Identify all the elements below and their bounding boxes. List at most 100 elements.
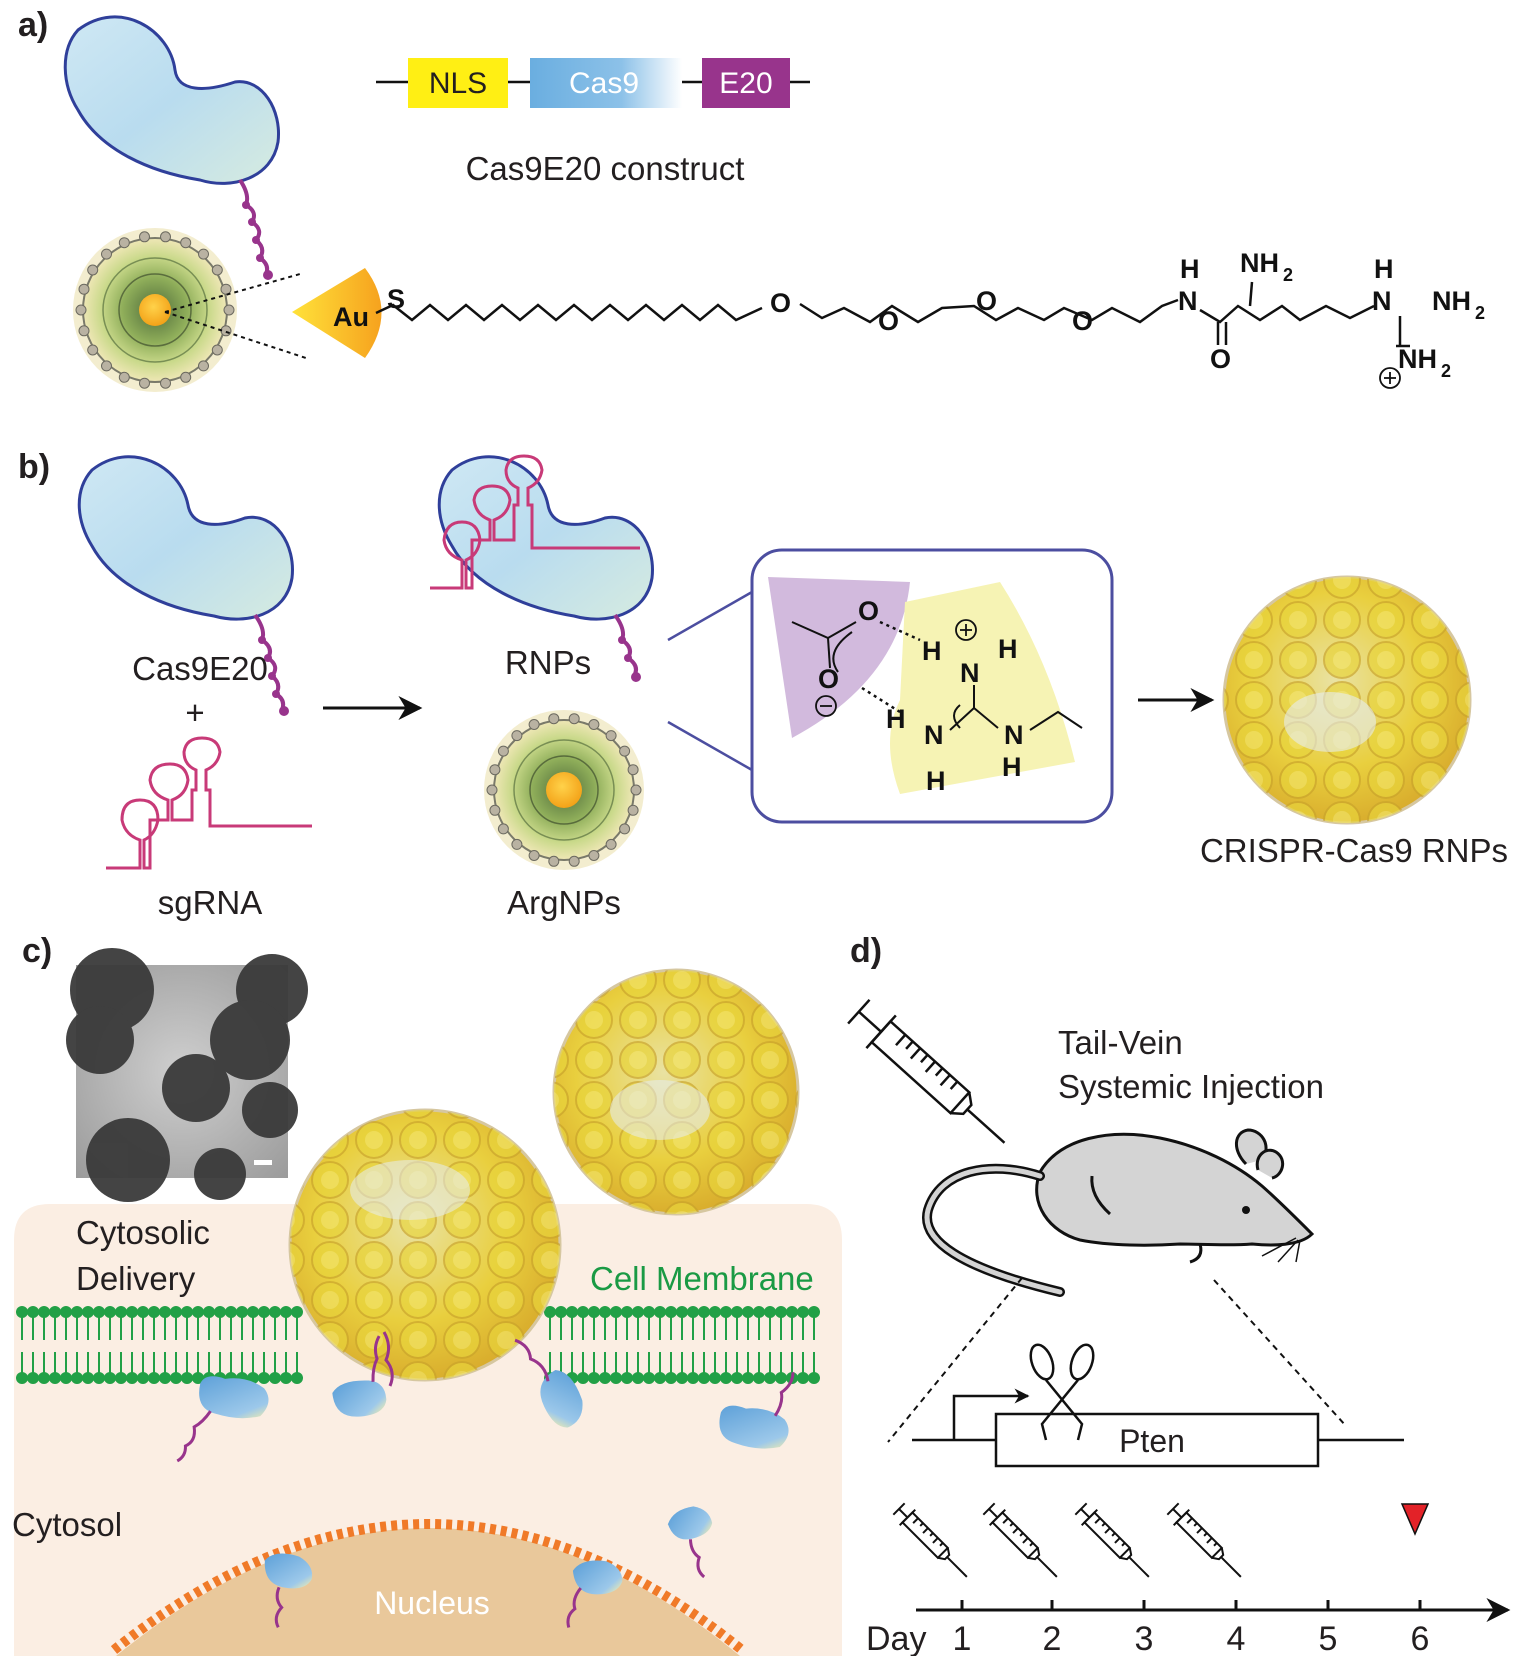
alpha-amine-subscript: 2 [1283, 265, 1293, 285]
inset-hydrogen-3: H [886, 704, 906, 734]
lipid-head [115, 1372, 127, 1384]
guanidine-amine-1-subscript: 2 [1475, 303, 1485, 323]
day-label: 5 [1319, 1620, 1338, 1656]
tem-micrograph [66, 948, 308, 1202]
cell-membrane-label: Cell Membrane [590, 1260, 814, 1297]
lipid-head [698, 1372, 710, 1384]
lipid-head [115, 1306, 127, 1318]
lipid-head [291, 1306, 303, 1318]
surface-bead [87, 344, 99, 356]
crispr-nanoassembly-entering [288, 1108, 562, 1382]
lipid-head [258, 1306, 270, 1318]
lipid-head [27, 1372, 39, 1384]
lipid-head [643, 1306, 655, 1318]
gold-surface-wedge: Au [292, 268, 382, 358]
carboxylate-oxygen-2: O [818, 664, 839, 694]
lipid-head [214, 1306, 226, 1318]
day-label: 4 [1227, 1620, 1246, 1656]
negative-charge-icon [815, 695, 837, 717]
cytosolic-delivery-line2: Delivery [76, 1260, 196, 1297]
cytosolic-delivery-line1: Cytosolic [76, 1214, 210, 1251]
lipid-head [775, 1372, 787, 1384]
lipid-head [170, 1306, 182, 1318]
surface-bead [198, 360, 209, 372]
lipid-head [720, 1306, 732, 1318]
lipid-head [38, 1306, 50, 1318]
lipid-head [236, 1306, 248, 1318]
panel-label-c: c) [22, 932, 52, 970]
cas9-label: Cas9 [569, 67, 639, 100]
surface-bead [627, 764, 639, 776]
lipid-head [566, 1306, 578, 1318]
inset-nitrogen-1: N [960, 658, 980, 688]
inset-hydrogen-2: H [998, 634, 1018, 664]
lipid-head [269, 1372, 281, 1384]
alpha-amine: NH [1240, 248, 1279, 278]
crispr-nanoassembly-b [1222, 575, 1472, 825]
surface-bead [548, 855, 560, 867]
surface-bead [87, 264, 99, 276]
au-label: Au [333, 302, 369, 332]
day-label: 1 [953, 1620, 972, 1656]
lipid-head [555, 1306, 567, 1318]
inset-positive-charge-icon [955, 619, 977, 641]
surface-bead [619, 823, 631, 835]
surface-bead [568, 855, 580, 867]
surface-bead [619, 745, 631, 757]
inset-nitrogen-3: N [1004, 720, 1024, 750]
cell-membrane [16, 1306, 820, 1384]
promoter-arrow [952, 1388, 1030, 1440]
surface-bead [548, 713, 560, 725]
lipid-head [181, 1372, 193, 1384]
surface-bead [220, 325, 232, 337]
surface-bead [588, 850, 600, 861]
pten-label: Pten [1119, 1423, 1185, 1459]
pten-exon-box [994, 1412, 1320, 1468]
lipid-head [687, 1372, 699, 1384]
day-label: 6 [1411, 1620, 1430, 1656]
surface-bead [223, 304, 235, 316]
inset-hydrogen-4: H [926, 766, 946, 796]
plus-sign: + [185, 694, 204, 731]
lipid-head [104, 1372, 116, 1384]
nucleus [110, 1519, 746, 1656]
lipid-head [71, 1372, 83, 1384]
surface-bead [588, 719, 600, 730]
lipid-head [126, 1372, 138, 1384]
cas9e20-label: Cas9E20 [132, 650, 268, 687]
lipid-head [170, 1372, 182, 1384]
lipid-head [137, 1306, 149, 1318]
guanidine-nitrogen: N [1372, 286, 1392, 316]
sgrna-label: sgRNA [158, 884, 263, 921]
lipid-head [82, 1372, 94, 1384]
lipid-head [247, 1306, 259, 1318]
lipid-head [632, 1372, 644, 1384]
salt-bridge-inset: O O H N H H N H N H [750, 548, 1114, 824]
surface-bead [489, 804, 501, 816]
injection-syringe-icon [1166, 1502, 1242, 1578]
lipid-head [588, 1306, 600, 1318]
lipid-head [280, 1372, 292, 1384]
construct-caption: Cas9E20 construct [466, 150, 745, 187]
surface-bead [101, 360, 112, 372]
surface-bead [528, 719, 540, 730]
e20-segment [702, 58, 790, 108]
scissors-icon [1029, 1343, 1095, 1441]
lipid-head [764, 1306, 776, 1318]
lipid-head [687, 1306, 699, 1318]
lipid-head [621, 1372, 633, 1384]
lipid-head [775, 1306, 787, 1318]
surface-bead [75, 304, 87, 316]
surface-bead [497, 823, 509, 835]
lipid-head [742, 1306, 754, 1318]
guanidinium-region [890, 582, 1075, 794]
lipid-head [709, 1372, 721, 1384]
argnp-particle-a [73, 228, 237, 392]
lipid-head [797, 1372, 809, 1384]
surface-bead [497, 745, 509, 757]
surface-bead [486, 784, 498, 796]
carbonyl-oxygen: O [1210, 344, 1231, 374]
injection-schedule [892, 1502, 1242, 1578]
pten-gene-diagram: Pten [912, 1388, 1404, 1468]
guanidine-amine-2-subscript: 2 [1441, 361, 1451, 381]
